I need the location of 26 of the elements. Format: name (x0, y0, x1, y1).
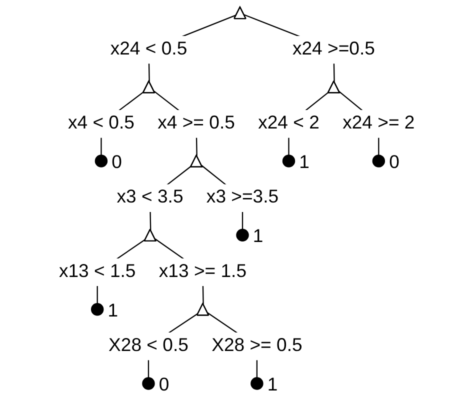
edge-label: X28 < 0.5 (108, 336, 189, 356)
edge-label: x3 >=3.5 (206, 188, 279, 208)
leaf-value: 1 (108, 299, 118, 320)
node-circle (236, 228, 250, 242)
edge-label: x24 < 0.5 (110, 39, 188, 60)
leaf-value: 1 (253, 225, 264, 246)
node-circle (142, 377, 156, 390)
edge-label: x3 < 3.5 (116, 188, 184, 208)
edge-label: x24 < 2 (258, 114, 320, 134)
node-circle (282, 154, 296, 168)
edge-label: x4 < 0.5 (68, 114, 135, 134)
node-circle (95, 154, 108, 168)
edge-label: x13 >= 1.5 (159, 262, 247, 282)
leaf-value: 1 (299, 150, 310, 172)
leaf-value: 0 (159, 373, 170, 394)
leaf-value: 1 (268, 373, 278, 394)
edge-label: x24 >= 2 (342, 114, 415, 134)
edge-label: x13 < 1.5 (59, 262, 136, 282)
edge-label: x4 >= 0.5 (158, 114, 236, 134)
leaf-value: 0 (389, 150, 400, 172)
node-circle (250, 377, 264, 390)
node-circle (91, 302, 104, 316)
edge-label: x24 >=0.5 (292, 39, 376, 60)
edge-label: X28 >= 0.5 (212, 336, 302, 356)
node-circle (372, 154, 386, 168)
leaf-value: 0 (112, 150, 122, 172)
